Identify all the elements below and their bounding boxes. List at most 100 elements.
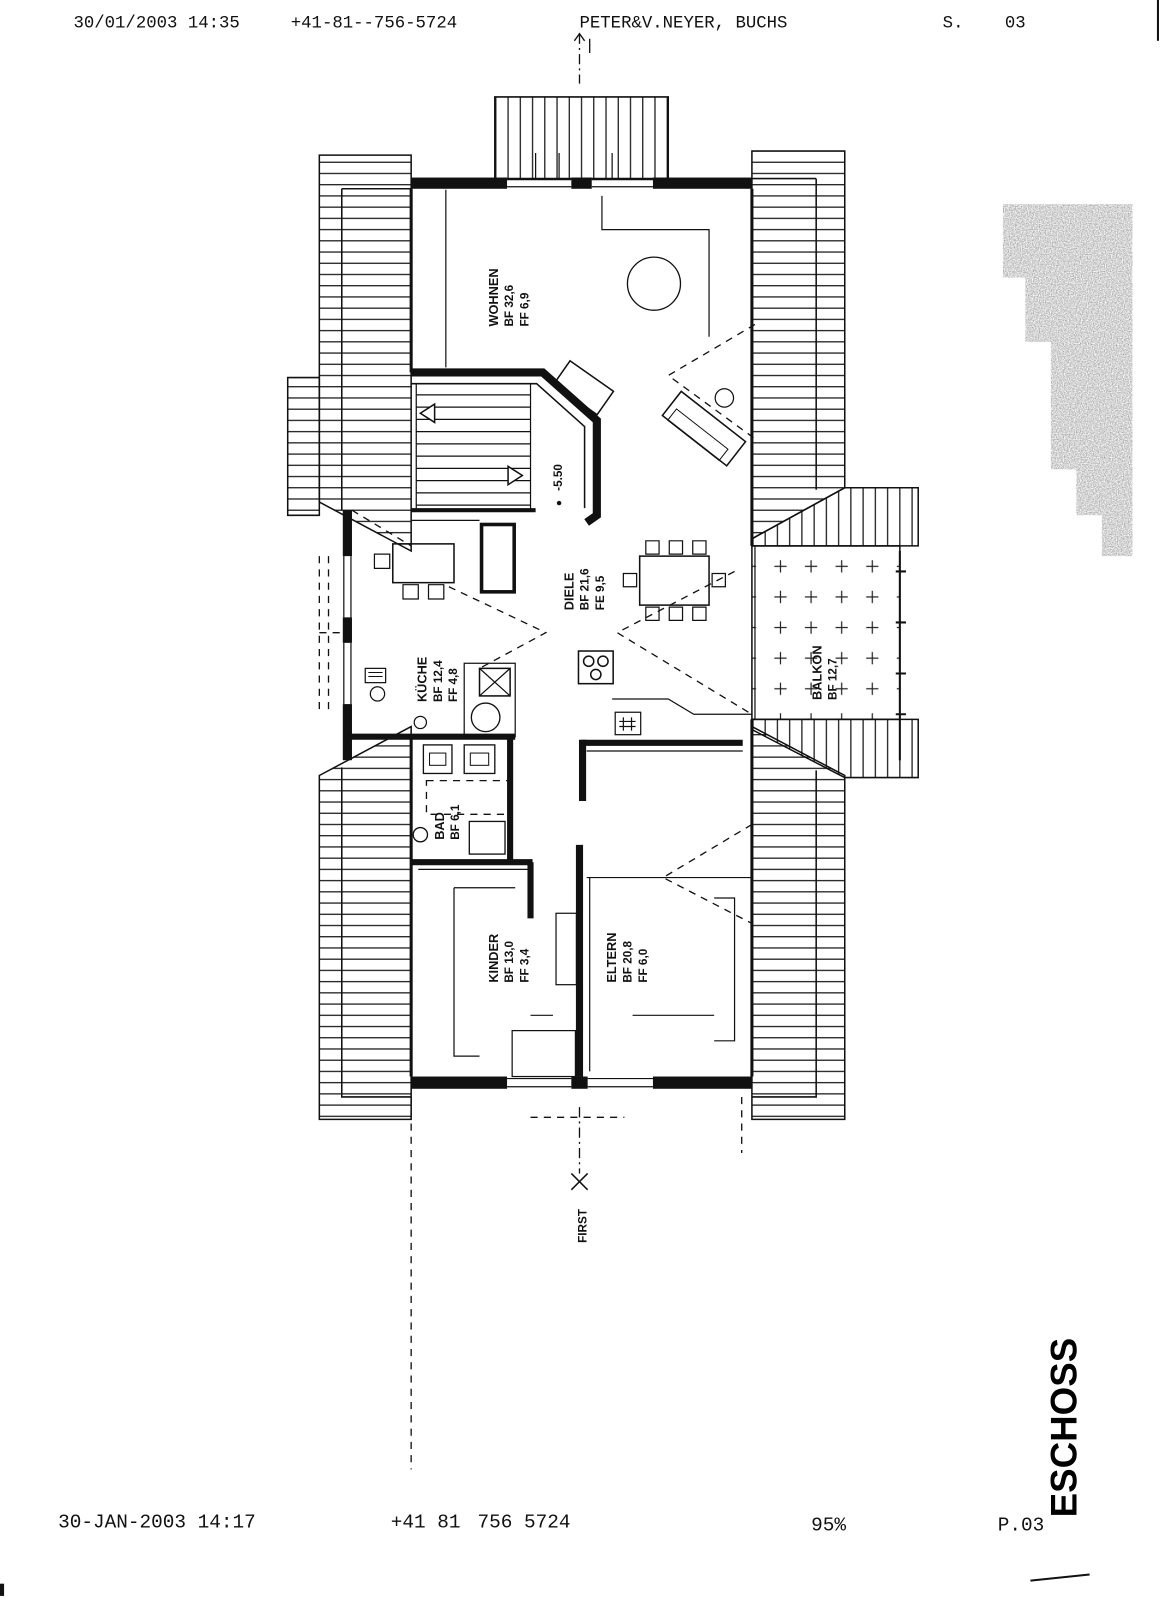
wall-top-right [652,177,752,189]
living-sofa-seat [666,408,729,462]
chimney-flue-1 [582,655,595,668]
wall-bottom-right [652,1076,752,1089]
room-area-diele-bf: BF 21,6 [579,568,592,610]
fax-header-page-number: 03 [1005,15,1026,34]
wall-kitchen-left-3 [342,704,352,761]
windows-kitchen-left [343,556,352,705]
living-side-table [714,388,735,408]
chimney-flue-2 [597,655,609,668]
living-round-table [626,256,682,311]
kitchen-bin [369,686,386,702]
hall-dining-chairs [622,540,726,622]
hall-stove-mark [619,717,636,731]
wall-kitchen-left-1 [342,510,352,557]
roof-window-hall-right [615,570,753,715]
floor-plan: WOHNEN BF 32,6 FF 6,9 -5.50 DIELE BF 21,… [286,32,919,1470]
roof-right-lower [751,725,846,1121]
level-mark-dot [556,500,562,506]
roof-left-extension [286,376,321,517]
axis-lines [318,32,743,1470]
outer-walls [342,177,756,1089]
roof-left-upper [318,154,412,553]
room-label-kueche: KÜCHE [414,657,429,702]
room-area-wohnen-bf: BF 32,6 [503,284,516,326]
level-mark: -5.50 [552,464,565,491]
fax-noise-area [1002,204,1133,557]
bath-washbasin-1 [422,744,453,775]
stair-outline [415,383,532,511]
kitchen-fridge [364,667,387,684]
bathroom-fixtures [412,744,509,855]
kitchen-furniture [364,543,516,738]
wall-bottom-middle [571,1076,588,1089]
fax-footer-page: P.03 [998,1515,1045,1537]
roof-right-upper [751,150,846,541]
bath-shower [468,820,506,855]
kitchen-stove [478,667,511,697]
hall-stove-box [614,711,642,736]
roof-top-gable-ribs [535,153,613,179]
fax-footer-scale: 95% [811,1515,846,1537]
balcony-railing [895,551,906,761]
wall-kitchen-left-2 [342,617,352,643]
room-labels: WOHNEN BF 32,6 FF 6,9 -5.50 DIELE BF 21,… [414,268,839,1242]
children-bed-outline [453,887,480,1057]
children-shelf [555,912,578,986]
kitchen-small-sink [413,715,428,730]
ridge-axis-bottom-marker [570,1172,589,1191]
room-label-diele: DIELE [561,573,576,611]
room-area-diele-fe: FE 9,5 [594,575,607,610]
roof-window-hall-left [448,586,548,669]
room-label-wohnen: WOHNEN [486,268,501,326]
wall-top-left [411,177,508,189]
ridge-label: FIRST [577,1208,590,1243]
fax-edge-mark-bottom [0,1583,5,1596]
kitchen-dining-chairs [373,553,445,600]
fax-header-datetime: 30/01/2003 14:35 [73,15,239,34]
balcony [751,545,906,761]
room-area-kinder-bf: BF 13,0 [503,940,516,982]
hall-counter-line [612,698,752,715]
windows-bottom [507,1077,653,1088]
children-room-furniture [453,887,578,1078]
room-label-bad: BAD [432,812,447,840]
windows-top [507,178,653,188]
kitchen-stove-cross [479,667,511,697]
wall-top-middle [571,177,592,189]
bath-washbasin-2 [463,744,496,775]
room-area-kinder-ff: FF 3,4 [518,948,531,982]
kitchen-fridge-lines [368,671,383,678]
parents-room-furniture [589,877,736,1072]
living-rug-outline [601,195,710,337]
living-room-furniture [445,189,747,467]
fax-footer-phone-prefix: +41 81 [391,1512,461,1534]
stair-treads [416,394,531,506]
fax-footer-phone-number: 756 5724 [477,1512,570,1534]
room-area-balkon-bf: BF 12,7 [827,658,840,700]
living-armchair [552,359,615,416]
wall-bottom-left [411,1076,508,1089]
fax-header-sender: PETER&V.NEYER, BUCHS [579,15,787,34]
kitchen-counter [463,662,516,738]
room-label-kinder: KINDER [486,934,501,983]
fax-header-page-label: S. [943,15,964,34]
bath-bathtub [425,779,509,815]
bath-toilet [412,826,429,843]
kitchen-dining-table [392,543,455,584]
stair-arrow-up [418,402,436,424]
roof-window-living [667,323,756,440]
hall-dining-table [638,555,710,606]
children-desk [511,1030,577,1078]
roof-windows [351,323,756,925]
roof-inner-edges [341,177,817,1098]
room-area-eltern-bf: BF 20,8 [622,940,635,982]
room-area-wohnen-ff: FF 6,9 [518,292,531,326]
wall-stair-enclosure [411,368,601,526]
roof-left-lower [318,725,412,1121]
roof-window-kitchen [351,509,412,547]
kitchen-sink [470,702,501,733]
balcony-floor [751,545,901,721]
pen-stroke-mark [1030,1573,1090,1582]
hall-furniture [577,540,752,736]
